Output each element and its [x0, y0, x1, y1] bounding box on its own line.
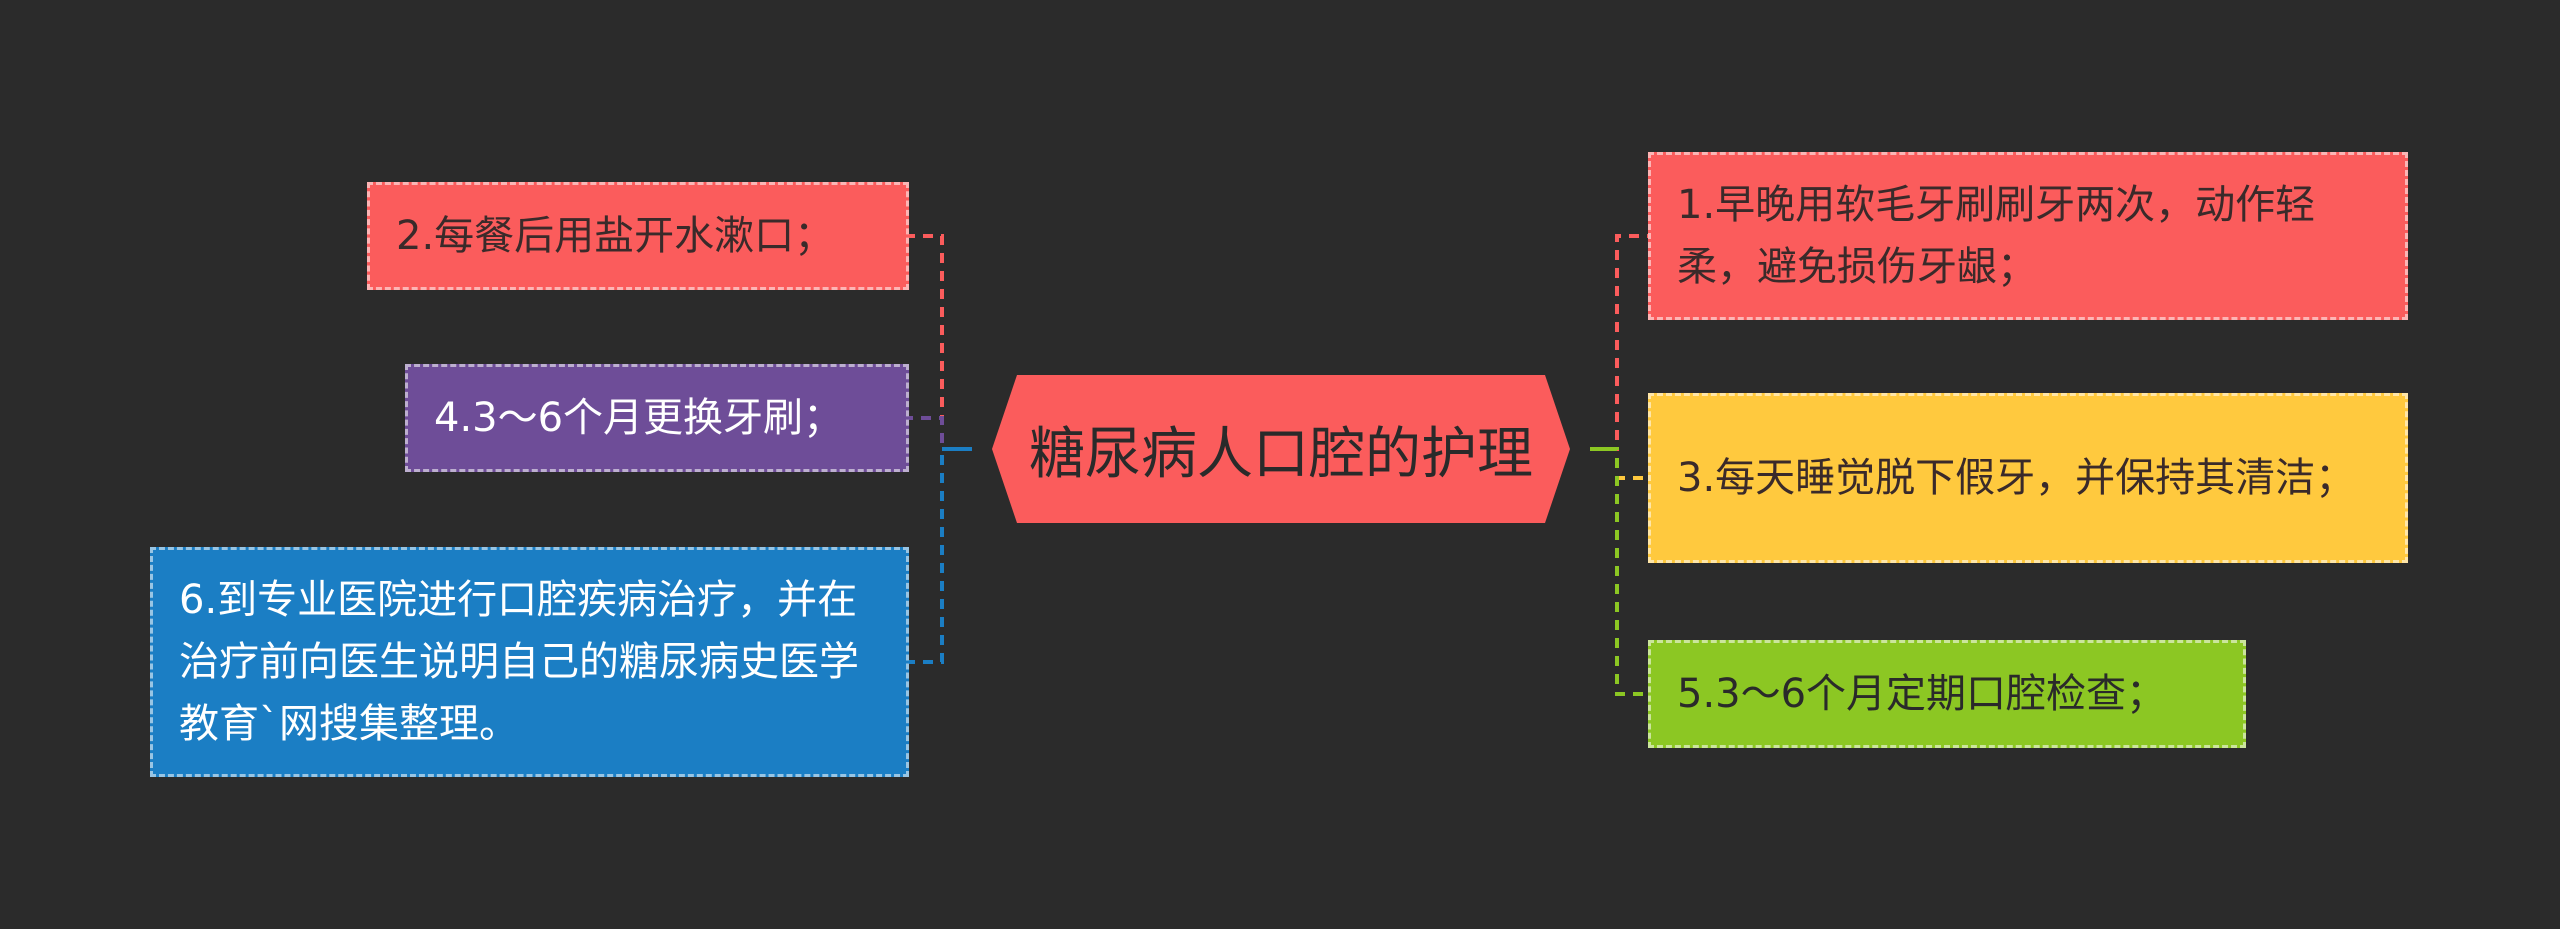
branch-node-5[interactable]: 5.3～6个月定期口腔检查； — [1648, 640, 2246, 748]
branch-node-2-label: 2.每餐后用盐开水漱口； — [396, 213, 835, 259]
branch-node-3[interactable]: 3.每天睡觉脱下假牙，并保持其清洁； — [1648, 393, 2408, 563]
connector-n5 — [1590, 447, 1648, 696]
branch-node-3-label: 3.每天睡觉脱下假牙，并保持其清洁； — [1677, 455, 2356, 501]
connector-n2 — [909, 234, 972, 451]
central-topic-shape — [992, 375, 1570, 523]
connector-n4 — [909, 416, 972, 451]
branch-node-2[interactable]: 2.每餐后用盐开水漱口； — [367, 182, 909, 290]
branch-node-4[interactable]: 4.3～6个月更换牙刷； — [405, 364, 909, 472]
connector-n6 — [909, 447, 972, 664]
central-topic-label: 糖尿病人口腔的护理 — [1029, 421, 1533, 487]
branch-node-1-label: 1.早晚用软毛牙刷刷牙两次，动作轻柔，避免损伤牙龈； — [1677, 182, 2316, 290]
branch-node-1[interactable]: 1.早晚用软毛牙刷刷牙两次，动作轻柔，避免损伤牙龈； — [1648, 152, 2408, 320]
connector-n1 — [1590, 234, 1648, 451]
central-topic[interactable]: 糖尿病人口腔的护理 — [972, 375, 1590, 523]
branch-node-4-label: 4.3～6个月更换牙刷； — [434, 395, 844, 441]
branch-node-6-label: 6.到专业医院进行口腔疾病治疗，并在治疗前向医生说明自己的糖尿病史医学教育`网搜… — [179, 577, 859, 747]
branch-node-5-label: 5.3～6个月定期口腔检查； — [1677, 671, 2167, 717]
branch-node-6[interactable]: 6.到专业医院进行口腔疾病治疗，并在治疗前向医生说明自己的糖尿病史医学教育`网搜… — [150, 547, 909, 777]
